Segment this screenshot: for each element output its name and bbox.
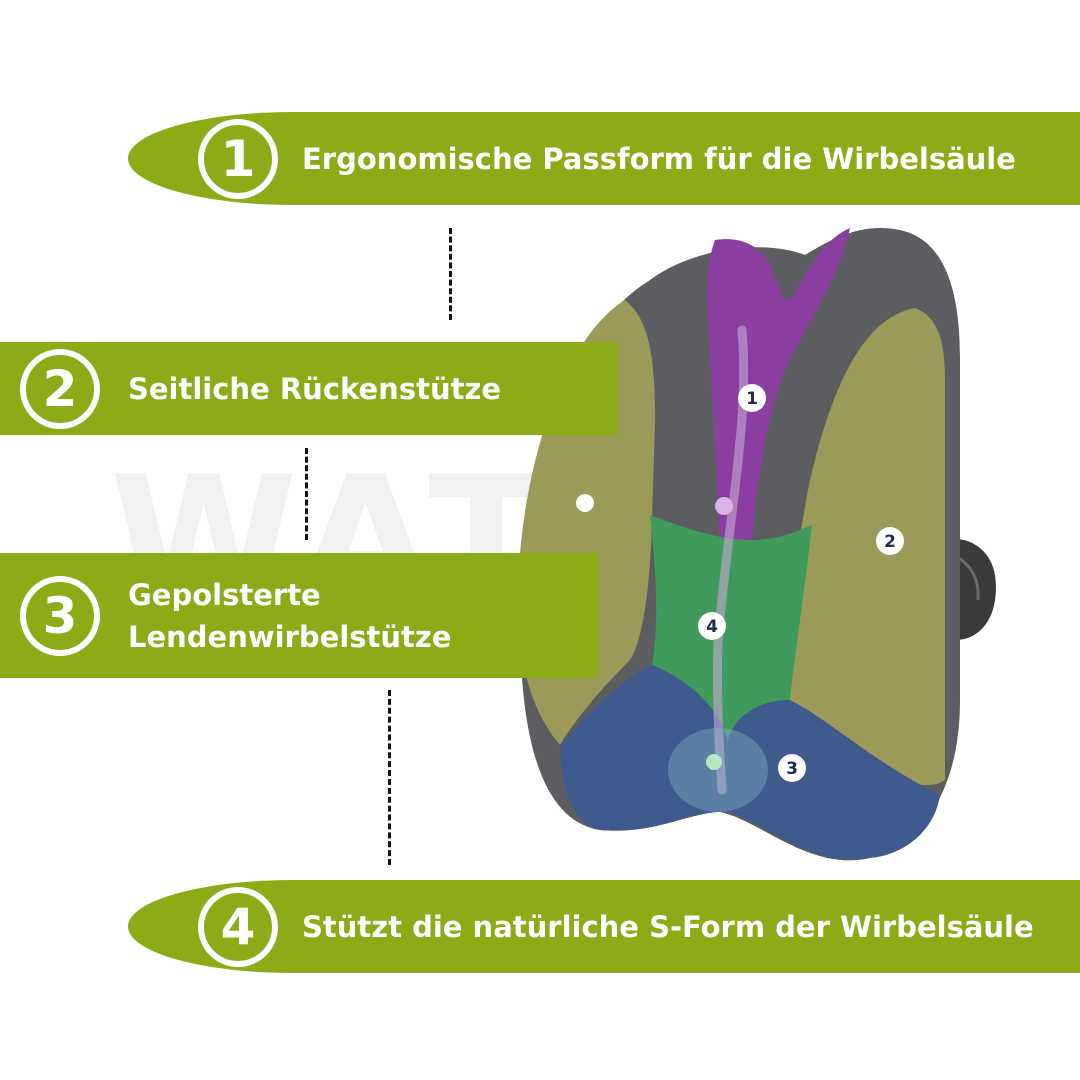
- marker-dot: [715, 497, 733, 515]
- marker-2: 2: [876, 527, 904, 555]
- feature-number-2: 2: [20, 348, 100, 429]
- connector-line-2: [305, 448, 308, 540]
- zone-lumbar: [560, 665, 940, 860]
- feature-banner-2: 2 Seitliche Rückenstütze: [0, 342, 618, 435]
- feature-number-3: 3: [20, 575, 100, 656]
- svg-text:2: 2: [884, 532, 896, 552]
- marker-1: 1: [738, 384, 766, 412]
- feature-banner-1: 1 Ergonomische Passform für die Wirbelsä…: [128, 112, 1080, 205]
- feature-banner-3: 3 Gepolsterte Lendenwirbelstütze: [0, 553, 598, 678]
- feature-label-2: Seitliche Rückenstütze: [128, 371, 502, 406]
- marker-dot: [576, 494, 594, 512]
- feature-banner-4: 4 Stützt die natürliche S-Form der Wirbe…: [128, 880, 1080, 973]
- connector-line-3: [388, 690, 391, 865]
- connector-line-1: [449, 228, 452, 320]
- feature-label-4: Stützt die natürliche S-Form der Wirbels…: [302, 909, 1034, 944]
- zone-s-form: [650, 515, 812, 740]
- marker-3: 3: [778, 754, 806, 782]
- svg-text:1: 1: [746, 389, 758, 409]
- zone-lateral-right: [790, 308, 945, 786]
- svg-text:4: 4: [706, 617, 718, 637]
- feature-number-4: 4: [198, 886, 278, 967]
- marker-dot: [706, 754, 722, 770]
- zone-spine-fit: [707, 228, 850, 540]
- feature-label-3: Gepolsterte Lendenwirbelstütze: [128, 577, 452, 654]
- svg-text:3: 3: [786, 759, 798, 779]
- marker-4: 4: [698, 612, 726, 640]
- feature-number-1: 1: [198, 118, 278, 199]
- feature-label-1: Ergonomische Passform für die Wirbelsäul…: [302, 141, 1016, 176]
